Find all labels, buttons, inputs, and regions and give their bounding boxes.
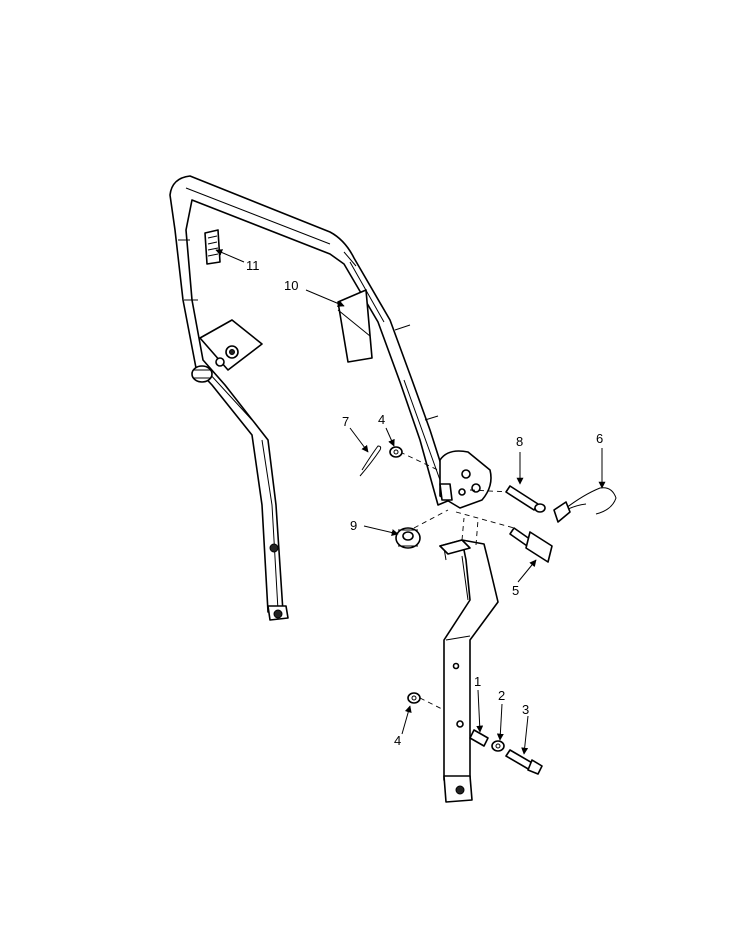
left-knob (191, 365, 213, 383)
clip-7 (359, 445, 382, 477)
callout-11: 11 (246, 258, 260, 273)
assembly-lines (399, 451, 515, 741)
callout-5: 5 (512, 583, 519, 598)
nut-4-upper (389, 446, 403, 458)
spacer-1 (469, 729, 489, 747)
lower-handle (439, 539, 499, 803)
callout-7: 7 (342, 414, 349, 429)
callout-6: 6 (596, 431, 603, 446)
washer-2 (491, 740, 505, 752)
callout-8: 8 (516, 434, 523, 449)
upper-handle (169, 175, 492, 621)
callout-2: 2 (498, 688, 505, 703)
bolt-3 (505, 749, 543, 775)
callout-labels: 11 10 7 4 8 6 9 5 1 2 3 4 (246, 258, 603, 748)
nut-4-lower (407, 692, 421, 704)
callout-1: 1 (474, 674, 481, 689)
hairpin-6 (553, 487, 617, 523)
decal-10 (337, 289, 373, 363)
callout-9: 9 (350, 518, 357, 533)
leader-lines (215, 249, 606, 755)
callout-3: 3 (522, 702, 529, 717)
pin-5 (509, 527, 553, 563)
knob-9 (395, 527, 421, 549)
decal-11 (204, 229, 221, 265)
callout-10: 10 (284, 278, 298, 293)
callout-4-lower: 4 (394, 733, 401, 748)
pin-8 (505, 485, 546, 513)
callout-4-upper: 4 (378, 412, 385, 427)
